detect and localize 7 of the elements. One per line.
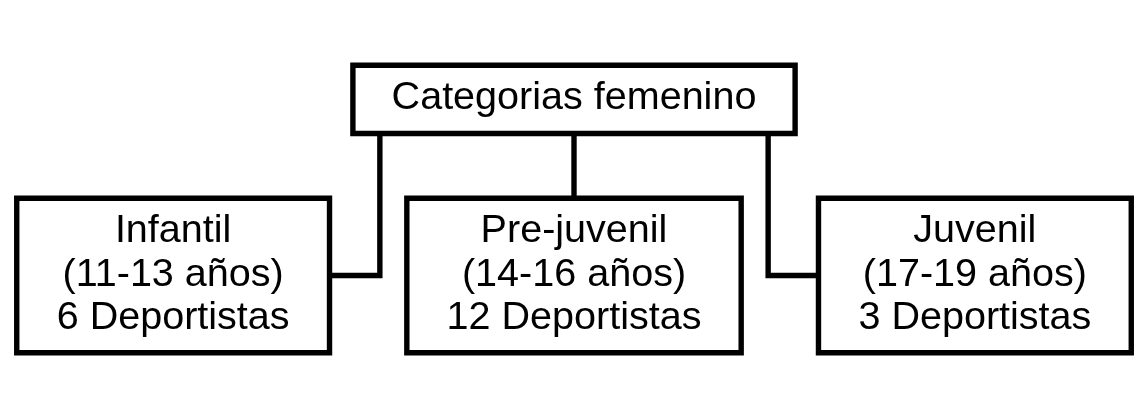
node-box: Pre-juvenil (14-16 años) 12 Deportistas (404, 195, 744, 355)
node-box: Infantil (11-13 años) 6 Deportistas (14, 195, 333, 355)
node-box: Juvenil (17-19 años) 3 Deportistas (815, 195, 1134, 355)
node-box: Categorias femenino (350, 62, 798, 136)
connector (571, 133, 577, 198)
connector (329, 133, 383, 278)
connector (765, 133, 819, 278)
